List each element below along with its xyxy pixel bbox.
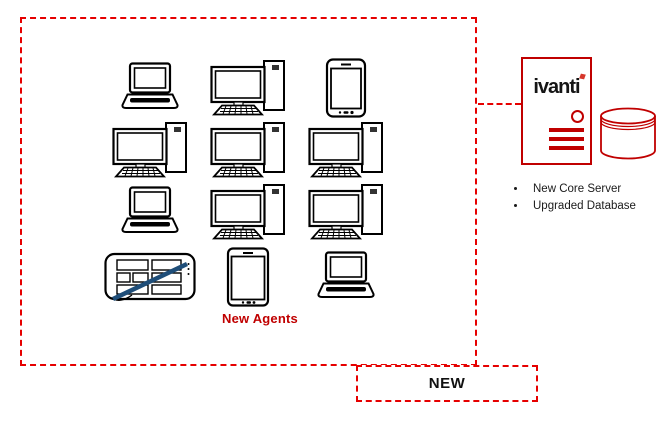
tablet-icon (226, 247, 270, 307)
smartphone-icon (325, 57, 366, 118)
bullet-item: Upgraded Database (527, 198, 636, 215)
desktop-icon (307, 122, 383, 178)
laptop-icon (316, 251, 375, 298)
ivanti-logo-mark-icon (578, 73, 586, 80)
device-tablet-stylus (101, 243, 199, 311)
bullet-list: New Core ServerUpgraded Database (507, 181, 636, 215)
database-icon (600, 107, 656, 160)
device-desktop (199, 119, 297, 181)
server-indicator-circle-icon (571, 110, 584, 123)
device-desktop (101, 119, 199, 181)
device-desktop (297, 119, 394, 181)
desktop-icon (307, 184, 383, 240)
ivanti-logo: ivanti (523, 73, 590, 99)
ivanti-logo-text: ivanti (533, 76, 580, 98)
device-desktop (297, 181, 394, 243)
ivanti-server-box: ivanti (521, 57, 592, 165)
device-laptop (297, 243, 394, 311)
server-vents-icon (549, 128, 584, 155)
desktop-icon (210, 122, 285, 178)
new-agents-label: New Agents (222, 311, 298, 326)
laptop-icon (121, 61, 179, 109)
new-box: NEW (356, 365, 538, 402)
connector-line (478, 103, 521, 105)
device-smartphone (297, 56, 394, 119)
desktop-icon (210, 59, 285, 115)
new-box-label: NEW (428, 375, 466, 392)
laptop-icon (121, 186, 179, 233)
bullet-item: New Core Server (527, 181, 636, 198)
device-laptop (101, 56, 199, 119)
device-desktop (199, 181, 297, 243)
desktop-icon (112, 122, 187, 178)
device-desktop (199, 56, 297, 119)
tablet-stylus-icon (104, 252, 196, 302)
device-tablet (199, 243, 297, 311)
desktop-icon (210, 184, 285, 240)
device-grid (101, 56, 394, 311)
device-laptop (101, 181, 199, 243)
